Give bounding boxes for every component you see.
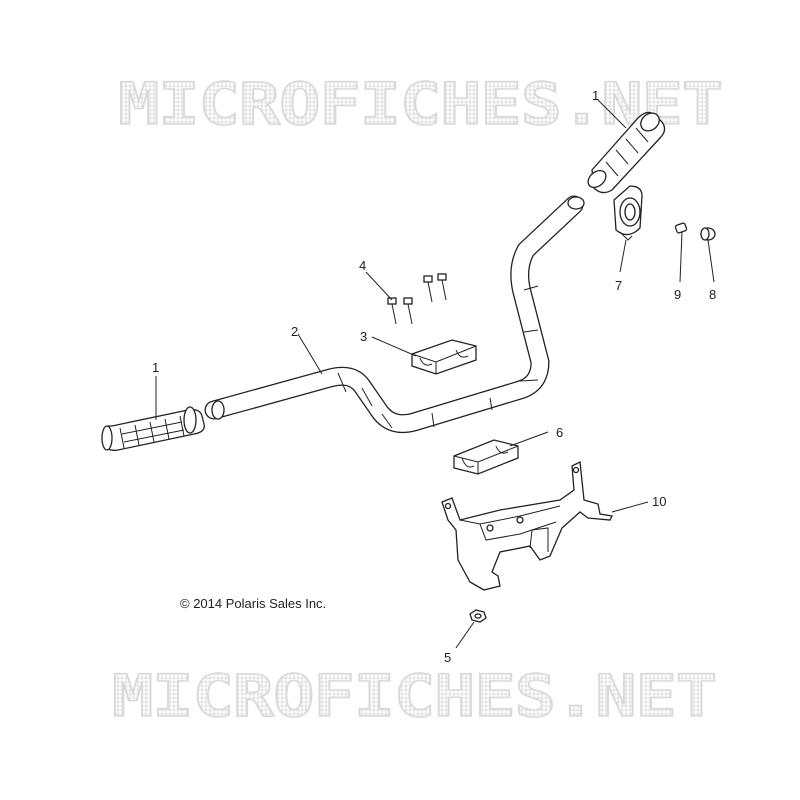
leader-lines (155, 99, 715, 649)
callout-upper-clamp: 3 (360, 329, 367, 344)
watermark-bottom: MICROFICHES.NET MICROFICHES.NET (111, 661, 718, 731)
grip-right (587, 111, 666, 194)
nut (469, 609, 487, 623)
lower-clamp (453, 439, 519, 475)
callout-end-cap: 7 (615, 278, 622, 293)
callout-bracket: 10 (652, 494, 666, 509)
end-cap (613, 185, 643, 241)
watermark-bottom-outline: MICROFICHES.NET (112, 662, 716, 730)
callout-plug: 8 (709, 287, 716, 302)
callout-grip-left: 1 (152, 360, 159, 375)
watermark-top-outline: MICROFICHES.NET (118, 70, 722, 138)
plug (700, 227, 716, 241)
watermark-bottom-fill: MICROFICHES.NET (112, 662, 716, 730)
callout-bolts: 4 (359, 258, 366, 273)
watermark-top: MICROFICHES.NET MICROFICHES.NET (117, 69, 724, 139)
callout-lower-clamp: 6 (556, 425, 563, 440)
callout-screw: 9 (674, 287, 681, 302)
bolts (387, 273, 447, 325)
copyright-text: © 2014 Polaris Sales Inc. (180, 596, 326, 611)
screw (674, 222, 688, 234)
callout-labels: 1 1 2 3 4 5 6 7 8 9 10 (152, 88, 716, 665)
bracket (441, 460, 613, 591)
watermark-top-fill: MICROFICHES.NET (118, 70, 722, 138)
callout-nut: 5 (444, 650, 451, 665)
callout-grip-right: 1 (592, 88, 599, 103)
handlebar (204, 195, 585, 434)
callout-handlebar: 2 (291, 324, 298, 339)
grip-left (101, 406, 205, 451)
upper-clamp (411, 339, 477, 375)
